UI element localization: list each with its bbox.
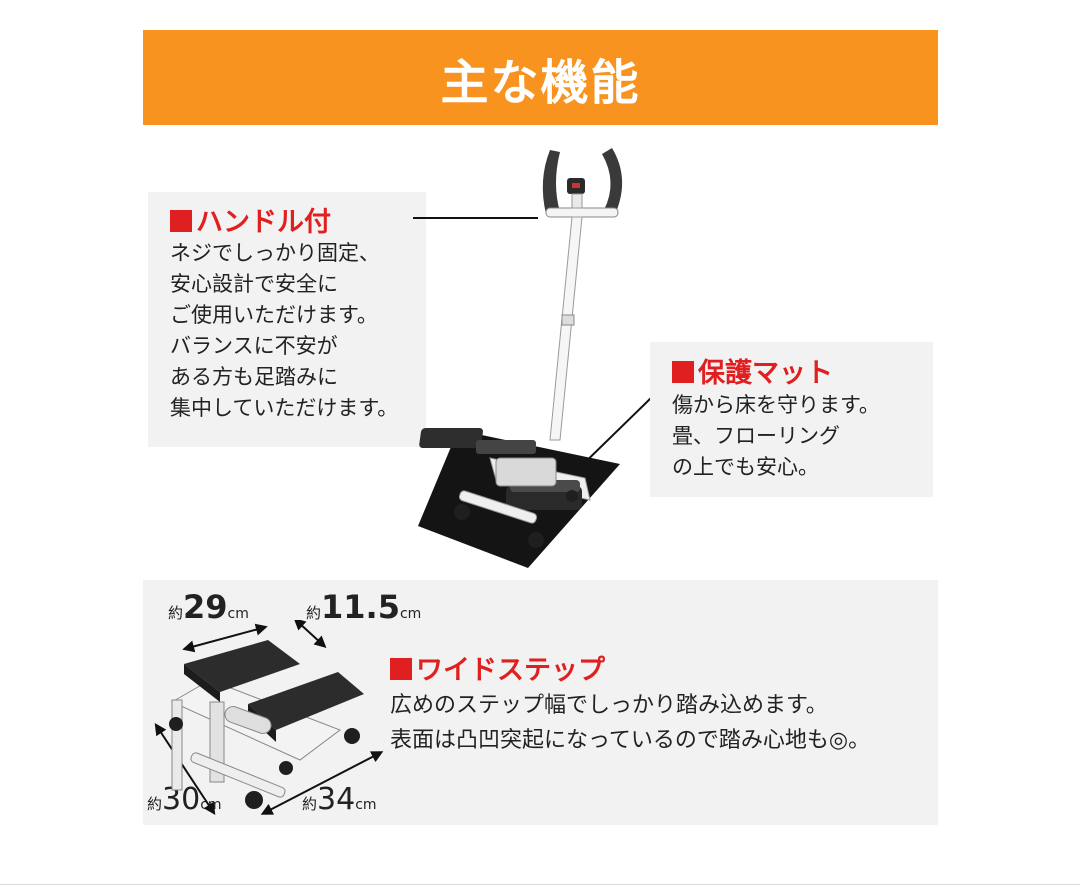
left-grip bbox=[542, 150, 560, 214]
header-banner: 主な機能 bbox=[143, 30, 938, 125]
mat-heading: 保護マット bbox=[672, 351, 833, 390]
length-arrow bbox=[182, 623, 268, 653]
width-arrow bbox=[260, 751, 384, 815]
stepper-with-handle-illustration bbox=[418, 148, 623, 568]
bottom-divider bbox=[0, 884, 1080, 885]
handle-heading: ハンドル付 bbox=[170, 200, 331, 239]
wide-step-description: 広めのステップ幅でしっかり踏み込めます。 表面は凸凹突起になっているので踏み心地… bbox=[390, 693, 871, 753]
dimension-depth-label: 約11.5cm bbox=[306, 588, 422, 626]
depth-arrow bbox=[293, 620, 327, 649]
right-grip bbox=[602, 148, 623, 212]
height-arrow bbox=[154, 722, 216, 816]
handle-leader-line bbox=[413, 217, 538, 219]
dimension-length-label: 約29cm bbox=[168, 588, 249, 626]
red-square-icon bbox=[170, 210, 192, 232]
handle-feature-box bbox=[148, 192, 426, 447]
mat-feature-box bbox=[650, 342, 933, 497]
red-square-icon bbox=[672, 361, 694, 383]
wide-step-heading: ワイドステップ bbox=[390, 648, 605, 687]
mini-stepper-illustration bbox=[154, 620, 384, 816]
red-square-icon bbox=[390, 658, 412, 680]
page-title: 主な機能 bbox=[440, 54, 641, 111]
handle-description: ネジでしっかり固定、 安心設計で安全に ご使用いただけます。 バランスに不安が … bbox=[170, 241, 399, 420]
mat-description: 傷から床を守ります。 畳、フローリング の上でも安心。 bbox=[672, 393, 880, 479]
